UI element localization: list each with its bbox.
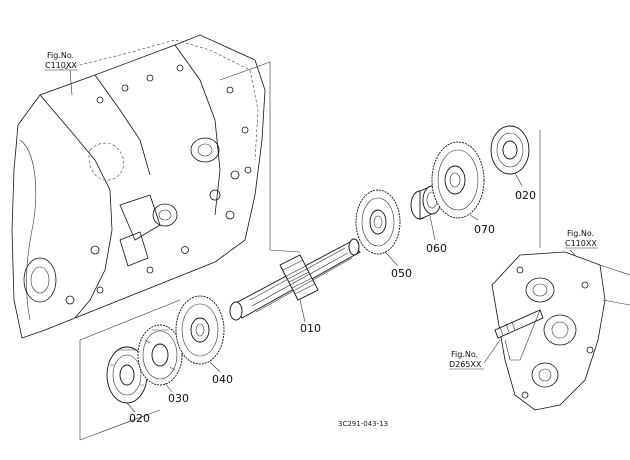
gear-070 xyxy=(431,141,485,219)
assembly-bracket xyxy=(79,61,541,441)
part-label-030: 030 xyxy=(168,392,189,405)
fig-ref-line2: C110XX xyxy=(45,61,77,70)
fig-ref-line1: Fig.No. xyxy=(47,51,74,60)
part-label-050: 050 xyxy=(391,267,412,280)
transmission-housing xyxy=(11,34,266,339)
main-shaft-010 xyxy=(229,238,361,321)
part-label-070: 070 xyxy=(474,223,495,236)
leader-lines xyxy=(69,69,576,413)
part-label-020-bottom: 020 xyxy=(129,412,150,425)
fig-ref-line1: Fig.No. xyxy=(451,350,478,359)
fig-ref-line2: C110XX xyxy=(565,239,597,248)
bearing-020-bottom xyxy=(106,346,148,404)
part-label-040: 040 xyxy=(212,373,233,386)
part-label-060: 060 xyxy=(426,242,447,255)
part-label-020-top: 020 xyxy=(515,189,536,202)
gear-case-cover xyxy=(491,251,630,411)
fig-ref-line1: Fig.No. xyxy=(567,229,594,238)
gear-050 xyxy=(355,189,401,255)
gear-040 xyxy=(175,295,225,365)
fig-ref-right: Fig.No. C110XX xyxy=(565,229,598,249)
part-label-010: 010 xyxy=(300,322,321,335)
fig-ref-line2: D265XX xyxy=(449,360,482,369)
diagram-code: 3C291-043-13 xyxy=(338,420,388,428)
fig-ref-top-left: Fig.No. C110XX xyxy=(45,51,78,71)
bearing-020-top xyxy=(490,125,530,175)
fig-ref-lower-right: Fig.No. D265XX xyxy=(449,339,501,370)
gear-030 xyxy=(137,324,183,386)
